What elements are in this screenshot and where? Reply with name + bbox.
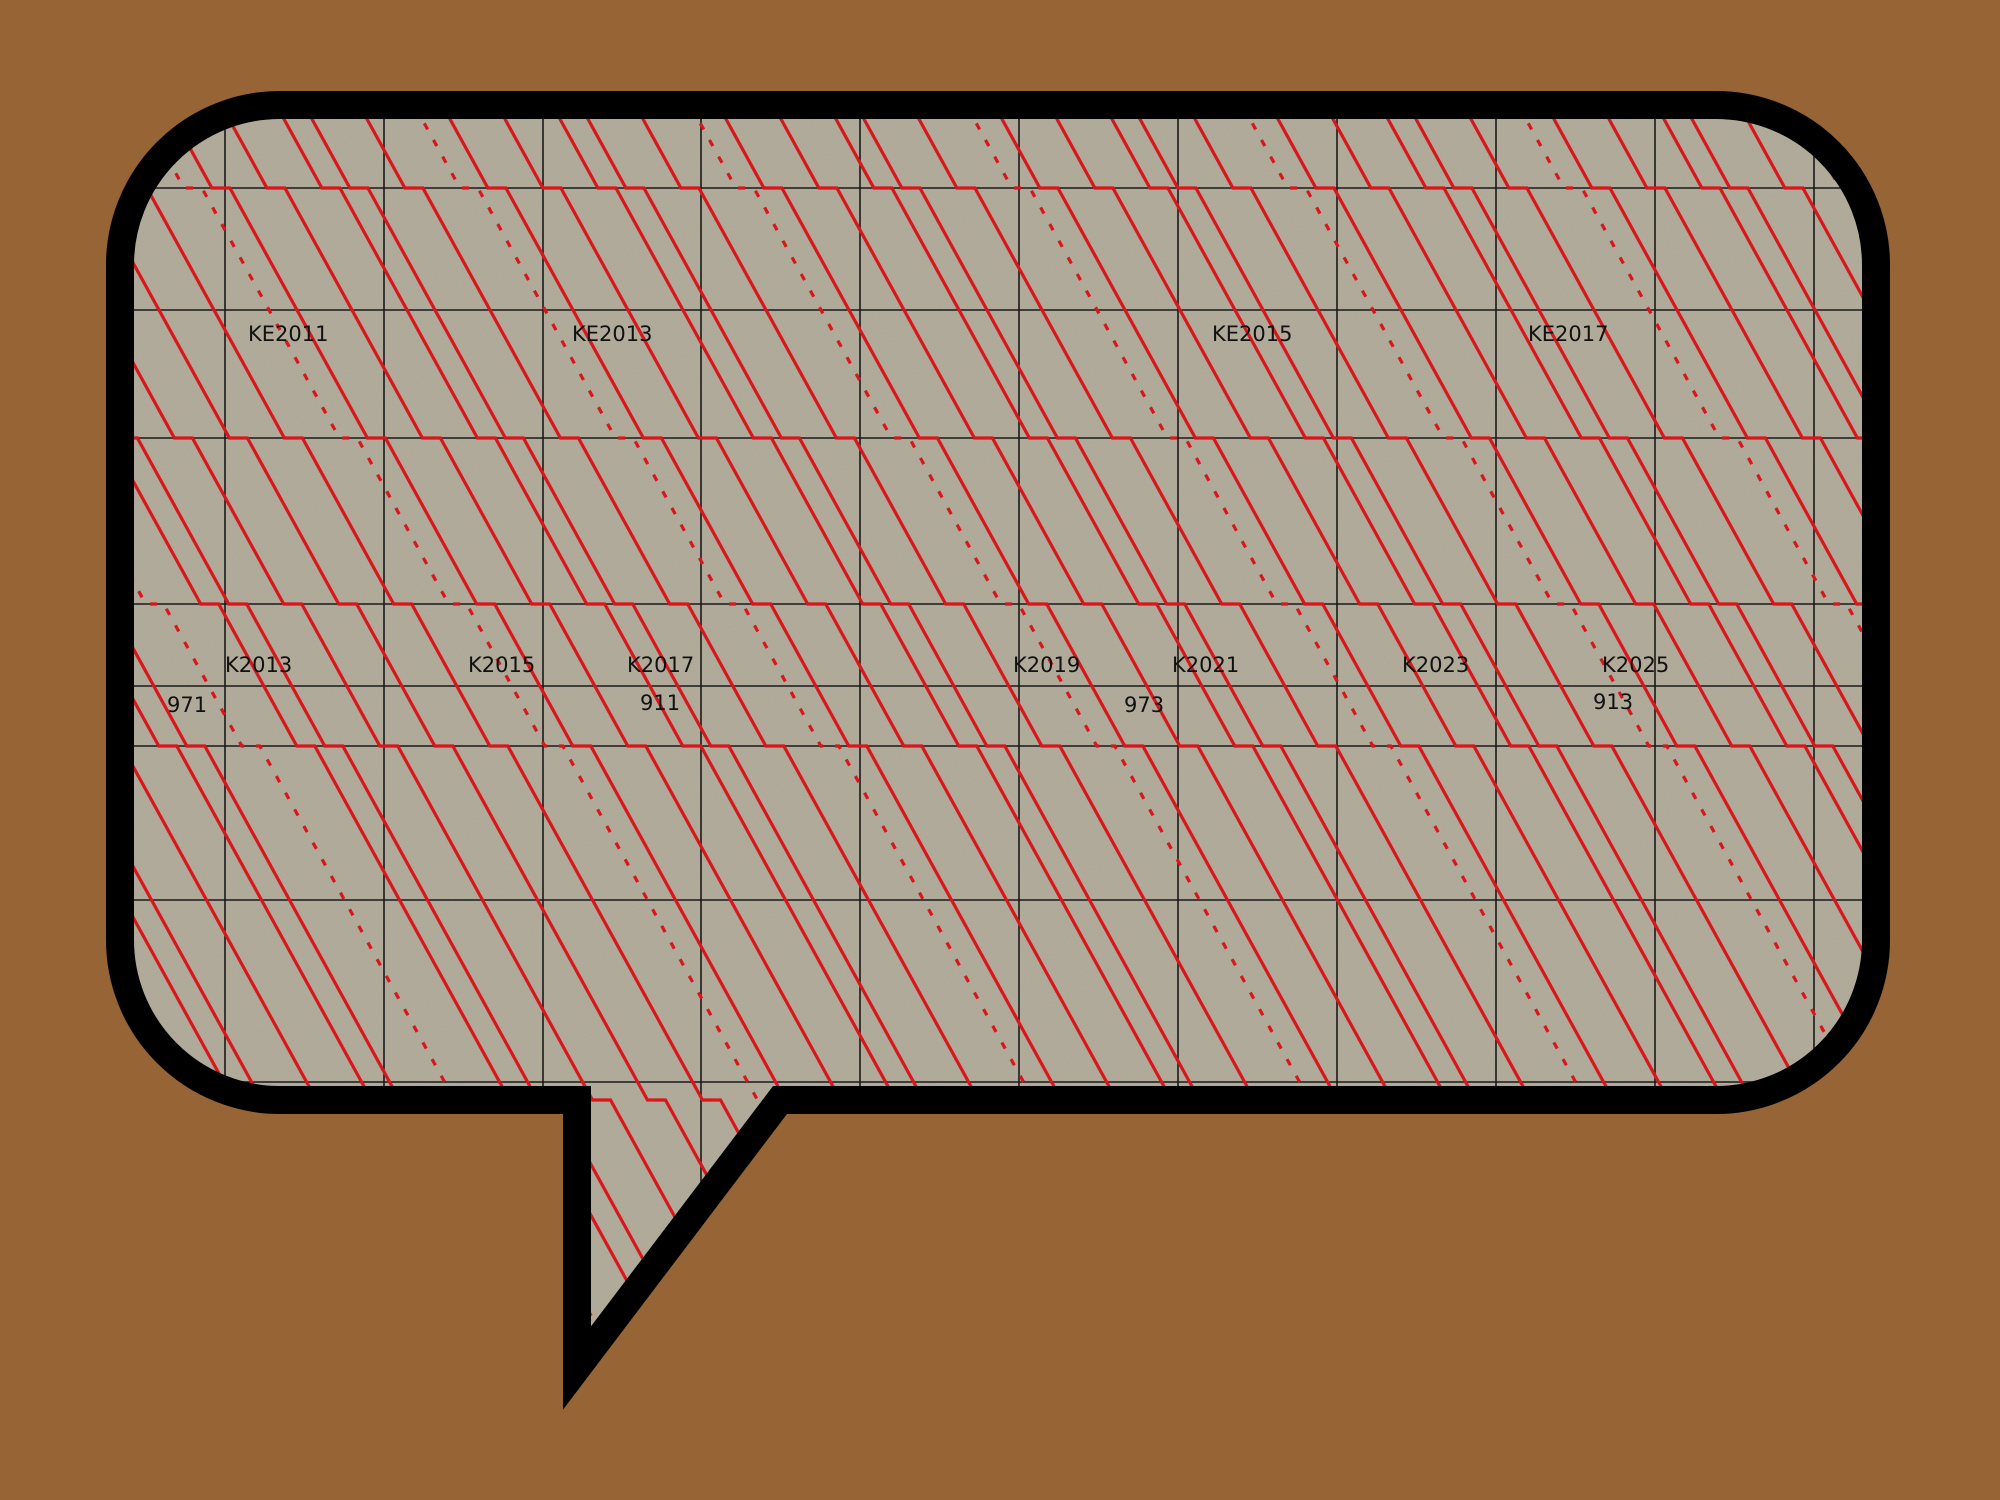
train-path	[1370, 105, 1876, 1368]
train-path	[1453, 105, 1876, 1368]
train-label-k2017: K2017	[627, 653, 694, 677]
train-path	[404, 105, 1218, 1368]
train-path	[1729, 105, 1876, 1368]
train-path	[1591, 105, 1876, 1368]
train-label-ke2017: KE2017	[1528, 322, 1608, 346]
train-label-k2015: K2015	[468, 653, 535, 677]
train-label-k2025: K2025	[1602, 653, 1669, 677]
train-path	[1674, 105, 1876, 1368]
train-path	[1508, 105, 1876, 1368]
train-label-ke2015: KE2015	[1212, 322, 1292, 346]
train-path	[956, 105, 1770, 1368]
train-path	[128, 105, 942, 1368]
train-path	[120, 105, 832, 1368]
train-label-911: 911	[640, 691, 680, 715]
train-label-k2023: K2023	[1402, 653, 1469, 677]
train-path	[1646, 105, 1876, 1368]
speech-bubble-outline	[106, 91, 1890, 1410]
train-label-k2019: K2019	[1013, 653, 1080, 677]
train-label-k2013: K2013	[225, 653, 292, 677]
train-label-973: 973	[1124, 693, 1164, 717]
train-path	[120, 105, 639, 1368]
train-path	[1398, 105, 1876, 1368]
train-path	[120, 105, 777, 1368]
train-path	[1315, 105, 1876, 1368]
train-label-913: 913	[1593, 690, 1633, 714]
train-label-ke2013: KE2013	[572, 322, 652, 346]
train-labels: KE2011 KE2013 KE2015 KE2017 K2013 K2015 …	[167, 322, 1669, 717]
train-path	[680, 105, 1494, 1368]
train-path	[1260, 105, 1876, 1368]
train-label-971: 971	[167, 693, 207, 717]
train-label-k2021: K2021	[1172, 653, 1239, 677]
train-path	[1232, 105, 1876, 1368]
train-label-ke2011: KE2011	[248, 322, 328, 346]
